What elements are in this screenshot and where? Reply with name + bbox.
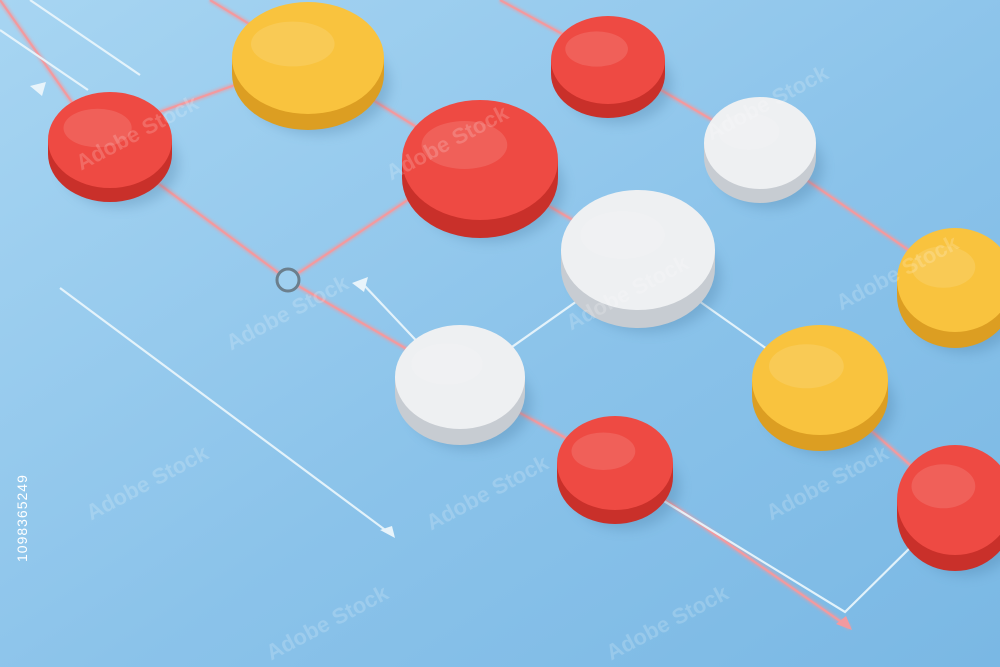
node-top (897, 445, 1000, 555)
connection-line (609, 467, 919, 614)
node-highlight (421, 121, 508, 169)
red-node (897, 445, 1000, 571)
node-highlight (571, 432, 636, 471)
node-top (232, 2, 384, 114)
arrowhead-icon (352, 277, 368, 292)
node-top (48, 92, 172, 188)
node-top (704, 97, 816, 189)
red-node (551, 16, 665, 118)
node-highlight (580, 211, 665, 259)
red-node (557, 416, 673, 524)
node-highlight (63, 108, 132, 148)
node-top (557, 416, 673, 510)
node-highlight (911, 246, 976, 288)
stock-id-label: 1098365249 (14, 474, 30, 562)
node-highlight (718, 113, 780, 150)
white-node (395, 325, 525, 445)
node-highlight (911, 464, 976, 509)
arrowhead-icon (30, 82, 46, 96)
node-highlight (565, 31, 628, 67)
node-top (402, 100, 558, 220)
connection-line (29, 0, 141, 76)
node-top (752, 325, 888, 435)
nodes (48, 2, 1000, 571)
node-highlight (250, 21, 335, 67)
arrowhead-icon (836, 616, 852, 630)
red-node (48, 92, 172, 202)
node-highlight (769, 344, 844, 389)
white-node (704, 97, 816, 203)
node-top (561, 190, 715, 310)
connection-line (499, 0, 956, 283)
yellow-node (752, 325, 888, 451)
node-highlight (411, 343, 483, 385)
arrowhead-icon (380, 526, 395, 538)
connection-line (59, 287, 393, 536)
white-node (561, 190, 715, 328)
node-top (897, 228, 1000, 332)
yellow-node (897, 228, 1000, 348)
node-top (551, 16, 665, 104)
red-node (402, 100, 558, 238)
connection-line (0, 29, 89, 91)
node-top (395, 325, 525, 429)
yellow-node (232, 2, 384, 130)
junction-ring (275, 267, 301, 293)
